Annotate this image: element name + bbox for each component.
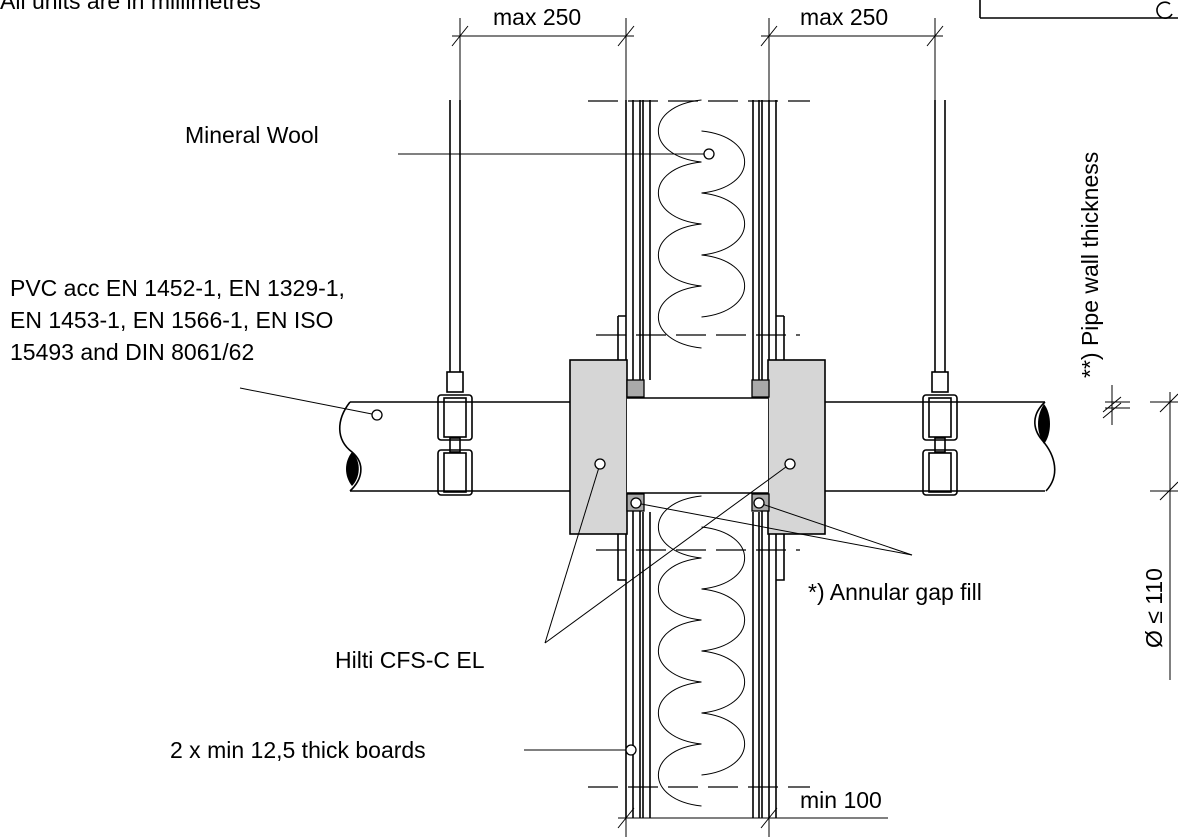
dimension-diameter: Ø ≤ 110 xyxy=(1141,392,1178,680)
callout-mineral-wool: Mineral Wool xyxy=(185,122,715,160)
mineral-wool-loop xyxy=(701,526,745,590)
mineral-wool-label: Mineral Wool xyxy=(185,122,319,148)
title-box-fragment xyxy=(979,0,1178,19)
mineral-wool-fill xyxy=(658,99,745,349)
mineral-wool-loop xyxy=(701,712,745,776)
pvc-pipe xyxy=(338,397,1056,494)
mineral-wool-fill-lower xyxy=(658,495,745,807)
annular-gap-top-right xyxy=(751,379,770,398)
pipe-hanger-left xyxy=(437,100,473,496)
pipe-hanger-right xyxy=(922,100,958,496)
mineral-wool-loop xyxy=(658,99,702,163)
hilti-label: Hilti CFS-C EL xyxy=(335,647,485,673)
mineral-wool-loop xyxy=(658,557,702,621)
annular-gap-label: *) Annular gap fill xyxy=(808,579,982,605)
units-note: All units are in millimetres xyxy=(0,0,261,14)
mineral-wool-loop xyxy=(701,588,745,652)
collar-left xyxy=(569,359,628,535)
dimension-pipe-wall: **) Pipe wall thickness xyxy=(1077,152,1130,425)
annular-gap-top-left xyxy=(626,379,645,398)
dimension-max-right: max 250 xyxy=(760,4,944,100)
dim-diameter-label: Ø ≤ 110 xyxy=(1141,568,1167,648)
boards-label: 2 x min 12,5 thick boards xyxy=(170,737,426,763)
dim-max-left-label: max 250 xyxy=(493,4,581,30)
collar-right xyxy=(767,359,826,535)
mineral-wool-loop xyxy=(658,285,702,349)
mineral-wool-loop xyxy=(658,495,702,559)
mineral-wool-loop xyxy=(701,192,745,256)
dim-min-wall-label: min 100 xyxy=(800,787,882,813)
mineral-wool-loop xyxy=(701,650,745,714)
mineral-wool-loop xyxy=(658,161,702,225)
callout-hilti-collar: Hilti CFS-C EL xyxy=(335,458,796,673)
pvc-label-line-3: 15493 and DIN 8061/62 xyxy=(10,339,254,365)
mineral-wool-loop xyxy=(658,681,702,745)
mineral-wool-loop xyxy=(701,254,745,318)
callout-boards: 2 x min 12,5 thick boards xyxy=(170,737,637,763)
mineral-wool-loop xyxy=(658,743,702,807)
pvc-label-line-2: EN 1453-1, EN 1566-1, EN ISO xyxy=(10,307,333,333)
mineral-wool-loop xyxy=(658,223,702,287)
dimension-max-left: max 250 xyxy=(451,4,635,100)
mineral-wool-loop xyxy=(658,619,702,683)
callout-pvc-pipe: PVC acc EN 1452-1, EN 1329-1, EN 1453-1,… xyxy=(10,275,383,421)
dimension-min-wall: min 100 xyxy=(617,787,888,837)
dim-pipe-wall-label: **) Pipe wall thickness xyxy=(1077,152,1103,378)
dim-max-right-label: max 250 xyxy=(800,4,888,30)
callout-annular-gap: *) Annular gap fill xyxy=(630,497,982,605)
pvc-label-line-1: PVC acc EN 1452-1, EN 1329-1, xyxy=(10,275,345,301)
mineral-wool-loop xyxy=(701,130,745,194)
